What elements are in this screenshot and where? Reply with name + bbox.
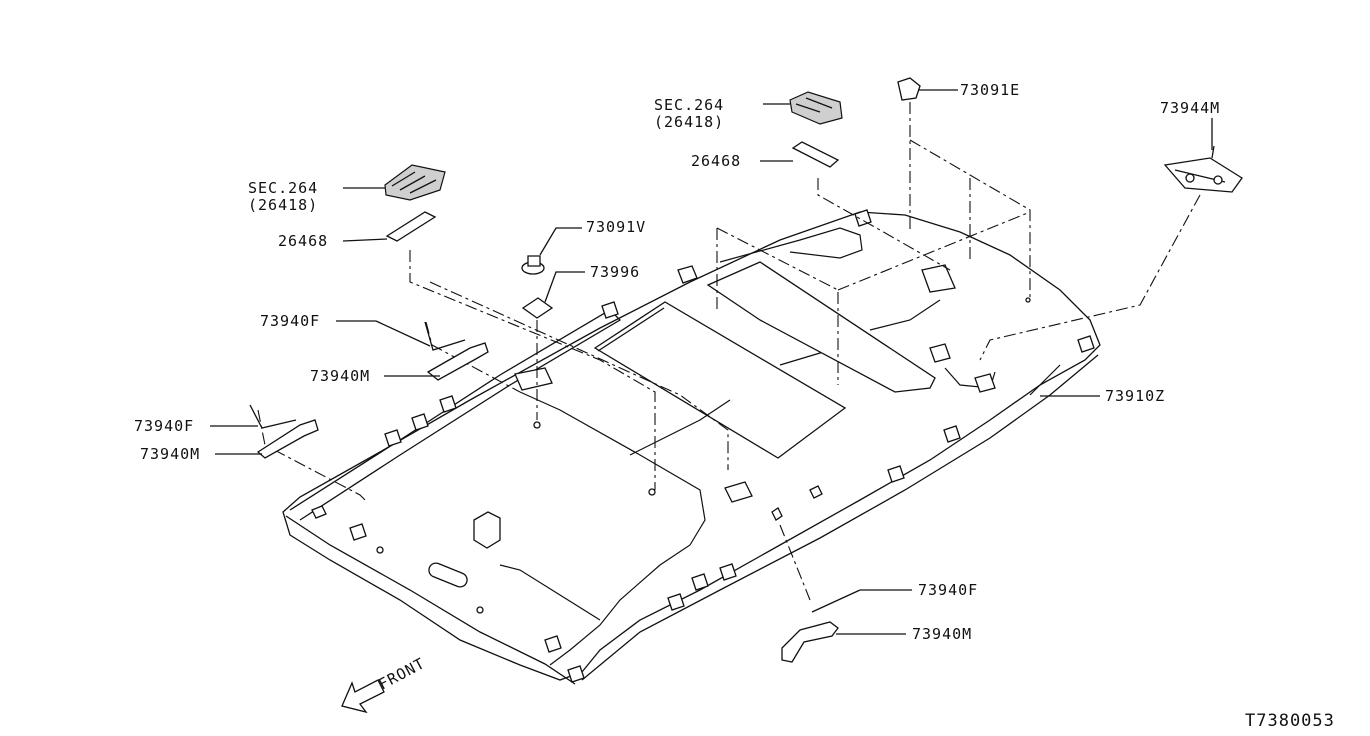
map-lamp-left — [384, 164, 446, 201]
lamp-lens-left — [385, 211, 437, 242]
leader-lines — [210, 89, 1213, 635]
callout-sec264-right: SEC.264 — [654, 96, 724, 114]
callout-sec264-right-sub: (26418) — [654, 113, 724, 131]
front-label: FRONT — [375, 654, 428, 693]
assist-grip-3 — [781, 621, 839, 663]
callout-73910z: 73910Z — [1105, 387, 1165, 405]
clip-73091e — [897, 77, 921, 101]
callout-sec264-left-sub: (26418) — [248, 196, 318, 214]
front-arrow-icon — [341, 679, 385, 714]
figure-id: T7380053 — [1245, 711, 1335, 731]
bracket-73944m — [1163, 145, 1243, 193]
callout-sec264-left: SEC.264 — [248, 179, 318, 197]
assist-grip-1 — [424, 321, 489, 381]
callout-73944m: 73944M — [1160, 99, 1220, 117]
map-lamp-right — [789, 91, 843, 125]
callout-73940m-3: 73940M — [912, 625, 972, 643]
clip-73091v — [521, 255, 545, 275]
assist-grip-2 — [249, 404, 319, 459]
callout-73940f-3: 73940F — [918, 581, 978, 599]
callout-73996: 73996 — [590, 263, 640, 281]
callout-26468-left: 26468 — [278, 232, 328, 250]
lamp-lens-right — [791, 141, 840, 168]
callout-73940m-1: 73940M — [310, 367, 370, 385]
callout-73940f-1: 73940F — [260, 312, 320, 330]
callout-73091e: 73091E — [960, 81, 1020, 99]
callout-73940m-2: 73940M — [140, 445, 200, 463]
headlining-panel — [282, 209, 1101, 685]
callout-26468-right: 26468 — [691, 152, 741, 170]
callout-73940f-2: 73940F — [134, 417, 194, 435]
callout-73091v: 73091V — [586, 218, 646, 236]
pad-73996 — [521, 297, 554, 319]
